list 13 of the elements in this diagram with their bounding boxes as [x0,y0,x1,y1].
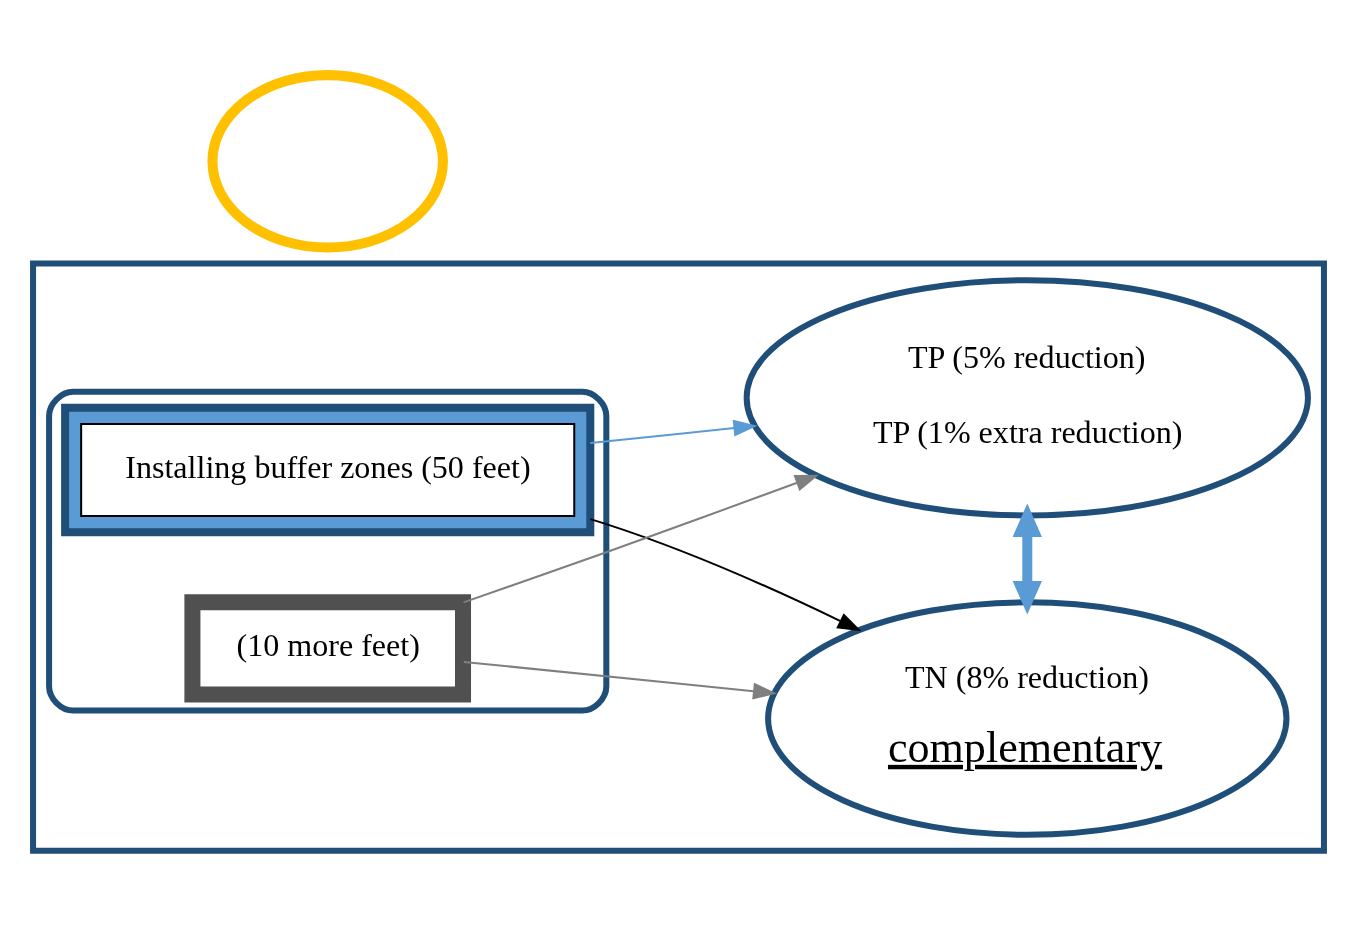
node-ellipse: TP (5% reduction) TP (1% extra reduction) [743,276,1311,518]
cluster [45,388,609,714]
node-ellipse [206,69,448,252]
node-box: Installing buffer zones (50 feet) [79,422,575,517]
arrow [588,517,862,631]
arrow [462,660,777,699]
arrow [588,419,757,444]
cluster [29,260,1327,854]
node-ellipse: TN (8% reduction) complementary [764,598,1289,838]
arrow [1012,502,1042,615]
cluster [60,403,594,536]
arrow [462,474,819,603]
node-box: (10 more feet) [183,593,471,702]
